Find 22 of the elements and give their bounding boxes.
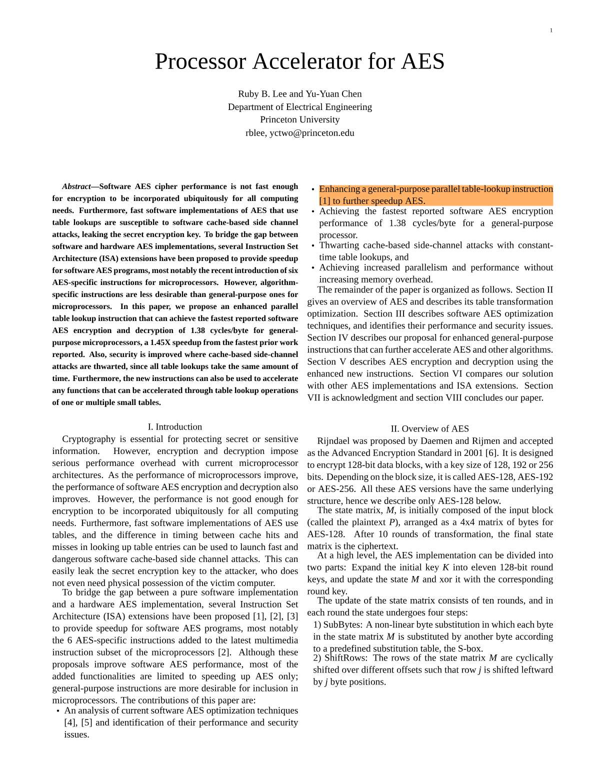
paragraph: To bridge the gap between a pure software implementation and a hardware AES implementation, several Instruction Set Architecture (ISA) extensions have been proposed [1], [2], [3] to provide speedup for software AES programs, most notably the 6 AES-specific instructions added to the latest multimedia instruction subset of the microprocessors [2]. Although these proposals improve software AES performance, most of the added functionalities are limited to speeding up AES only; general-purpose instructions are more desirable for inclusion in microprocessors. The contributions of this paper are: (52, 588, 298, 706)
section-heading: I. Introduction (148, 423, 202, 430)
paragraph: At a high level, the AES implementation can be divided into two parts: Expand the initial key K into eleven 128-bit round keys, and update the state M and xor it with the corresponding round key. (307, 552, 554, 596)
paragraph: The remainder of the paper is organized as follows. Section II gives an overview of AES and describes its table transformation optimization. Section III describes software AES optimization techniques, and identifies their performance and security issues. Section IV describes our proposal for enhanced general-purpose instructions that can further accelerate AES and other algorithms. Section V describes AES encryption and decryption using the enhanced new instructions. Section VI compares our solution with other AES implementations and ISA extensions. Section VII is acknowledgment and section VIII concludes our paper. (307, 286, 554, 403)
list-item: 1) SubBytes: A non-linear byte substitution in which each byte in the state matrix M is substituted by another byte according to a predefined substitution table, the S-box. (313, 620, 554, 654)
title: Processor Accelerator for AES (155, 52, 444, 69)
bullet-item: Achieving increased parallelism and performance without increasing memory overhead. (319, 264, 554, 284)
bullet-item: Thwarting cache-based side-channel attacks with constant-time table lookups, and (319, 242, 553, 262)
paragraph: The state matrix, M, is initially composed of the input block (called the plaintext P), arranged as a 4x4 matrix of bytes for AES-128. After 10 rounds of transformation, the final state matrix is the ciphertext. (307, 506, 554, 552)
author-line: Princeton University (260, 116, 340, 125)
author-line: rblee, yctwo@princeton.edu (246, 129, 354, 138)
author-line: Department of Electrical Engineering (228, 103, 372, 112)
paragraph: Cryptography is essential for protecting secret or sensitive information. However, encryption and decryption impose serious performance overhead with current microprocessor architectures. As the performance of microprocessors improve, the performance of software AES encryption and decryption also improves. However, the performance is not good enough for encryption to be incorporated ubiquitously for all computing needs. Furthermore, fast software implementations of AES use tables, and the difference in timing between cache hits and misses in looking up table entries can be used to launch fast and dangerous software cache-based side channel attacks. This can easily leak the secret encryption key to the attacker, who does not even need physical possession of the victim computer. (52, 435, 298, 588)
section-heading: II. Overview of AES (391, 425, 469, 432)
paragraph: Rijndael was proposed by Daemen and Rijmen and accepted as the Advanced Encryption Standard in 2001 [6]. It is designed to encrypt 128-bit data blocks, with a key size of 128, 192 or 256 bits. Depending on the block size, it is called AES-128, AES-192 or AES-256. All these AES versions have the same underlying structure, hence we describe only AES-128 below. (307, 437, 554, 506)
bullet-item: Enhancing a general-purpose parallel table-lookup instruction [1] to further speedup AES. (319, 185, 554, 206)
author-line: Ruby B. Lee and Yu-Yuan Chen (238, 90, 362, 99)
paragraph: The update of the state matrix consists of ten rounds, and in each round the state undergoes four steps: (308, 596, 554, 618)
list-item: 2) ShiftRows: The rows of the state matrix M are cyclically shifted over different offsets such that rowj is shifted leftward byj byte positions. (313, 654, 554, 687)
bullet-item: Achieving the fastest reported software AES encryption performance of 1.38 cycles/byte for a general-purpose processor. (319, 207, 554, 240)
abstract-text: Abstract—Software AES cipher performance is not fast enough for encryption to be incorporated ubiquitously for all computing needs. Furthermore, fast software implementations of AES that use table lookups are susceptible to software cache-based side channel attacks, leaking the secret encryption key. To bridge the gap between software and hardware AES implementations, several Instruction Set Architecture (ISA) extensions have been proposed to provide speedup for software AES programs, most notably the recent introduction of six AES-specific instructions for microprocessors. However, algorithm-specific instructions are less desirable than general-purpose ones for microprocessors. In this paper, we propose an enhanced parallel table lookup instruction that can achieve the fastest reported software AES encryption and decryption of 1.38 cycles/byte for general-purpose microprocessors, a 1.45X speedup from the fastest prior work reported. Also, security is improved where cache-based side-channel attacks are thwarted, since all table lookups take the same amount of time. Furthermore, the new instructions can also be used to accelerate any functions that can be accelerated through table lookup operations of one or multiple small tables. (52, 183, 298, 407)
bullet-item: An analysis of current software AES optimization techniques [4], [5] and identification of their performance and security issues. (64, 706, 298, 738)
